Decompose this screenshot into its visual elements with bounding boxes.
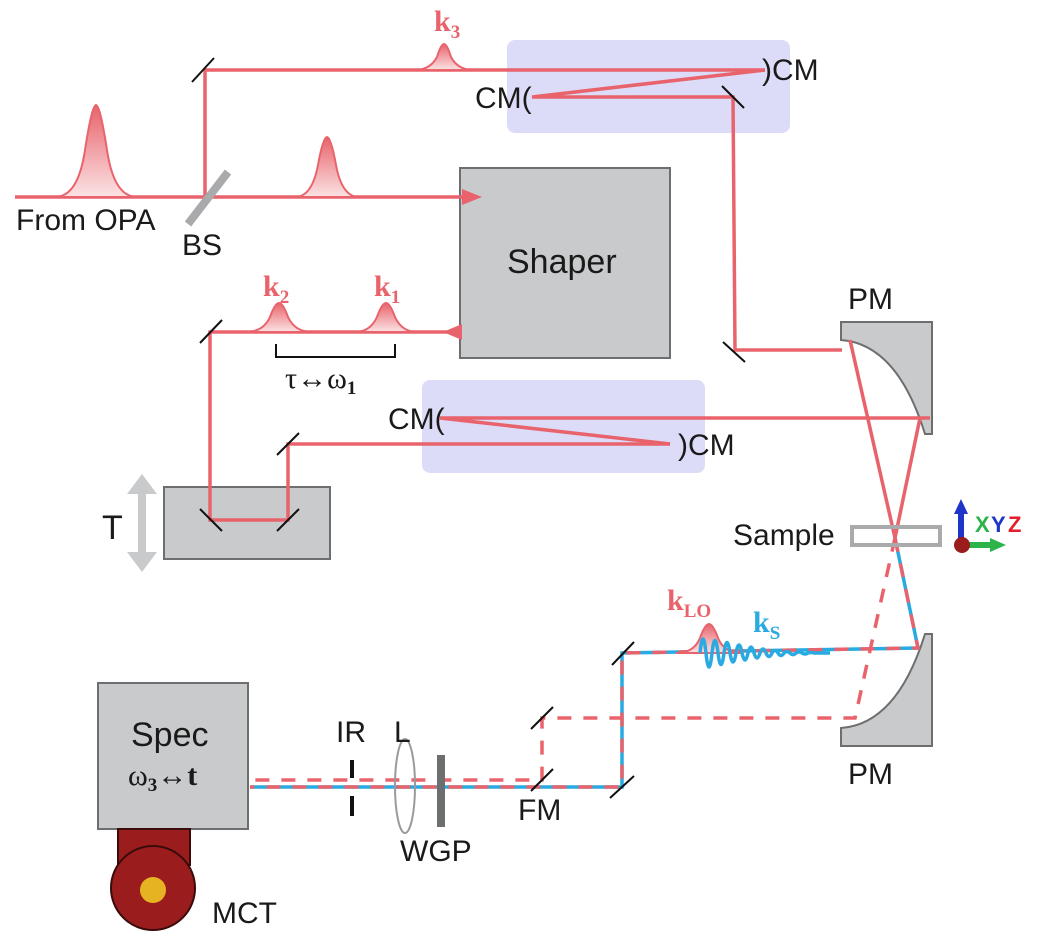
translation-label: T [102,509,123,547]
lens-icon [394,738,416,834]
axis-y-label: Y [991,512,1006,537]
parabolic-mirror-bottom [840,633,933,747]
axis-x-head [990,538,1006,552]
lo-signal-paths [250,537,921,789]
cm-mid-right-label: )CM [678,429,735,462]
spectrometer-box [97,682,249,830]
spec-axis-label: ω3↔t [128,759,197,796]
cm-top-left-label: CM( [475,82,532,115]
cm-mid-left-label: CM( [388,403,445,436]
beamsplitter-icon [184,169,232,227]
klo-label: kLO [667,584,711,622]
cm-top-right-label: )CM [762,54,819,87]
pulse-k2 [245,301,313,333]
beamsplitter-label: BS [182,229,222,262]
compressor-region-top [507,40,790,133]
axis-z-origin [954,537,970,553]
axis-x-label: X [975,512,990,537]
delay-stage-box [163,486,331,560]
iris-label: IR [336,716,366,749]
pm-top-label: PM [848,283,893,316]
mct-label: MCT [212,897,277,930]
axis-y-head [954,499,968,514]
pulse-input [54,103,138,198]
source-label: From OPA [16,204,155,237]
wgp-label: WGP [400,835,472,868]
sample-label: Sample [733,519,835,552]
pulse-k3 [414,42,474,71]
flat-mirrors [191,57,746,799]
pulse-lo [675,622,743,654]
lens-label: L [394,716,411,749]
mct-detector-core [140,877,166,903]
ks-label: kS [753,606,780,644]
shaper-box [459,167,671,359]
shaper-label: Shaper [507,243,617,281]
delay-label: τ↔ω1 [285,362,356,399]
axis-z-label: Z [1008,512,1021,537]
pm-bottom-label: PM [848,758,893,791]
fm-label: FM [518,794,561,827]
k1-label: k1 [374,270,400,308]
delay-bracket [275,344,396,358]
k2-label: k2 [263,270,289,308]
signal-wave [698,637,830,669]
beam-arrow-out [443,324,462,340]
beam-arrow-in [462,189,482,205]
pulse-pump [294,135,360,198]
sample-cell [850,525,942,547]
translation-arrow [127,474,157,572]
pulse-k1 [354,301,418,333]
k3-label: k3 [434,5,460,43]
compressor-region-middle [422,380,705,473]
spectrometer-label: Spec [131,716,209,754]
